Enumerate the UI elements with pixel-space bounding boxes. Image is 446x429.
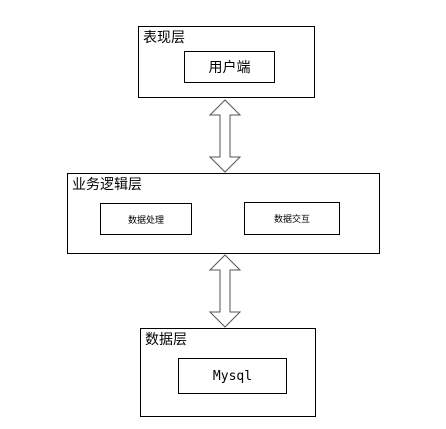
data-processing-node-label: 数据处理 bbox=[127, 215, 164, 226]
data-processing-node: 数据处理 bbox=[100, 203, 192, 235]
data-interaction-node: 数据交互 bbox=[244, 202, 340, 235]
mysql-node: Mysql bbox=[178, 358, 287, 394]
mysql-node-label: Mysql bbox=[212, 368, 253, 384]
client-node: 用户端 bbox=[184, 51, 275, 83]
presentation-layer-title: 表现层 bbox=[143, 30, 185, 46]
presentation-business-double-arrow bbox=[208, 99, 242, 173]
business-logic-layer-box: 业务逻辑层 数据处理 数据交互 bbox=[67, 173, 380, 254]
data-layer-title: 数据层 bbox=[145, 332, 187, 348]
client-node-label: 用户端 bbox=[208, 60, 251, 76]
data-layer-box: 数据层 Mysql bbox=[140, 328, 316, 417]
business-data-double-arrow bbox=[208, 254, 242, 328]
presentation-layer-box: 表现层 用户端 bbox=[138, 26, 315, 98]
business-logic-layer-title: 业务逻辑层 bbox=[72, 177, 142, 193]
data-interaction-node-label: 数据交互 bbox=[273, 215, 310, 225]
